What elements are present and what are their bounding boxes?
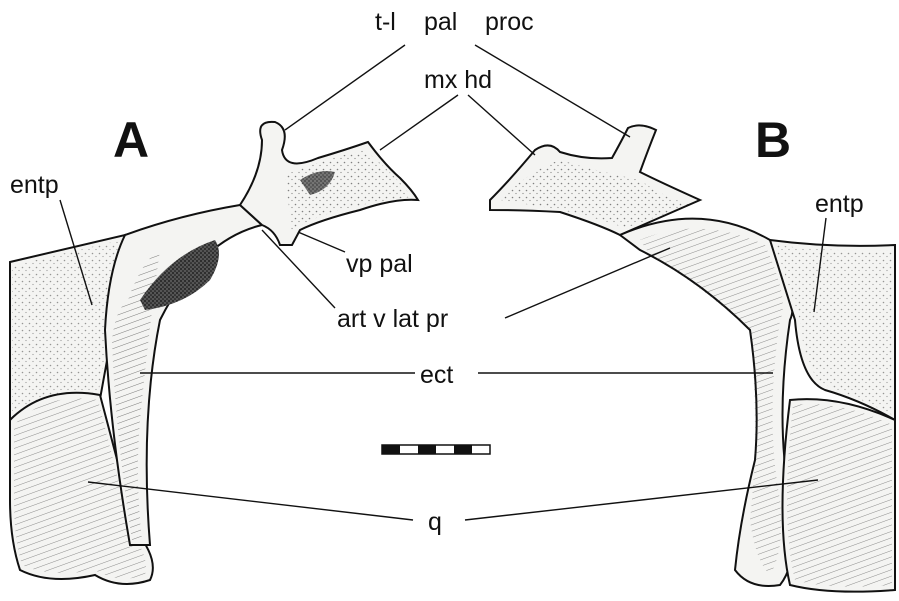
label-proc: proc bbox=[485, 8, 534, 36]
label-pal: pal bbox=[424, 8, 457, 36]
label-ect: ect bbox=[420, 361, 453, 389]
label-vp-pal: vp pal bbox=[346, 250, 413, 278]
scale-bar bbox=[382, 445, 490, 454]
specimen-a bbox=[10, 122, 418, 584]
panel-label-a: A bbox=[113, 112, 149, 168]
label-entp-right: entp bbox=[815, 190, 864, 218]
label-entp-left: entp bbox=[10, 171, 59, 199]
label-q: q bbox=[428, 508, 442, 536]
label-t-l: t-l bbox=[375, 8, 396, 36]
panel-label-b: B bbox=[755, 112, 791, 168]
label-art-v-lat-pr: art v lat pr bbox=[337, 305, 448, 333]
label-mx-hd: mx hd bbox=[424, 66, 492, 94]
